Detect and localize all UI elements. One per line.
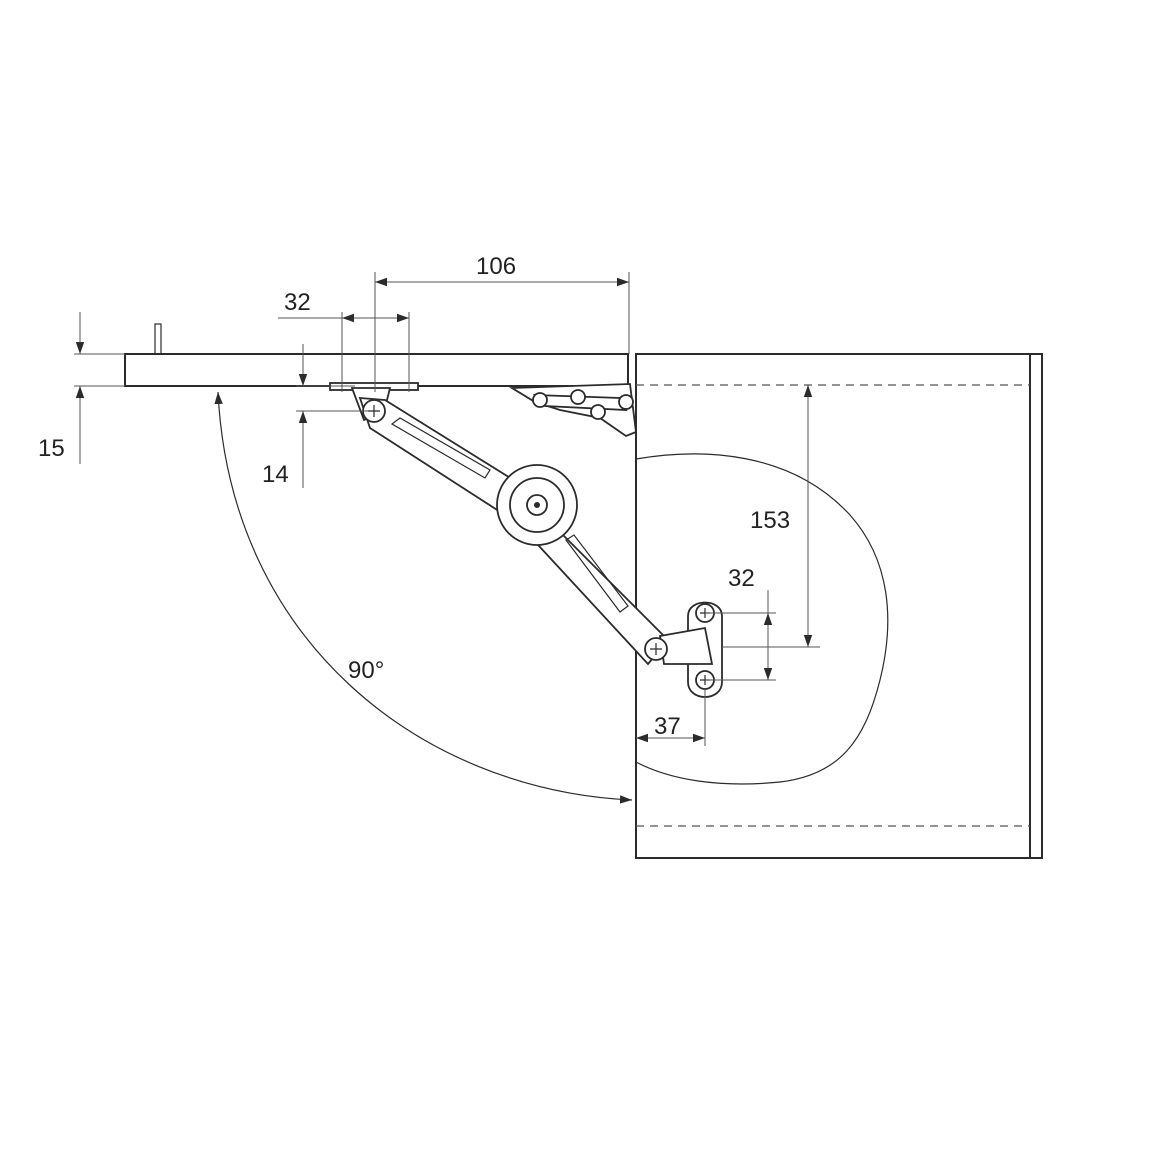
opening-angle-arc xyxy=(214,391,633,804)
body-mount-height-label: 153 xyxy=(750,507,790,534)
cabinet-body xyxy=(635,353,1043,859)
lid-thickness-label: 15 xyxy=(38,435,65,462)
swing-envelope-curve xyxy=(635,453,889,785)
dimension-lid-mount-distance xyxy=(374,272,630,392)
pivot-offset-label: 14 xyxy=(262,461,289,488)
folded-stay-mechanism xyxy=(508,383,637,438)
body-hole-spacing-label: 32 xyxy=(728,565,755,592)
dimension-body-hole-spacing xyxy=(705,590,776,681)
lid-mount-distance-label: 106 xyxy=(476,253,516,280)
lid-hole-spacing-label: 32 xyxy=(284,289,311,316)
dimension-lid-hole-spacing xyxy=(278,312,410,392)
dimension-pivot-offset xyxy=(296,344,368,488)
dimension-lid-thickness xyxy=(74,312,125,464)
opening-angle-label: 90° xyxy=(348,657,384,684)
lid-stay-arm xyxy=(350,387,723,698)
lid-panel xyxy=(124,323,629,391)
dimension-body-mount-inset xyxy=(636,690,706,746)
body-mount-inset-label: 37 xyxy=(654,713,681,740)
